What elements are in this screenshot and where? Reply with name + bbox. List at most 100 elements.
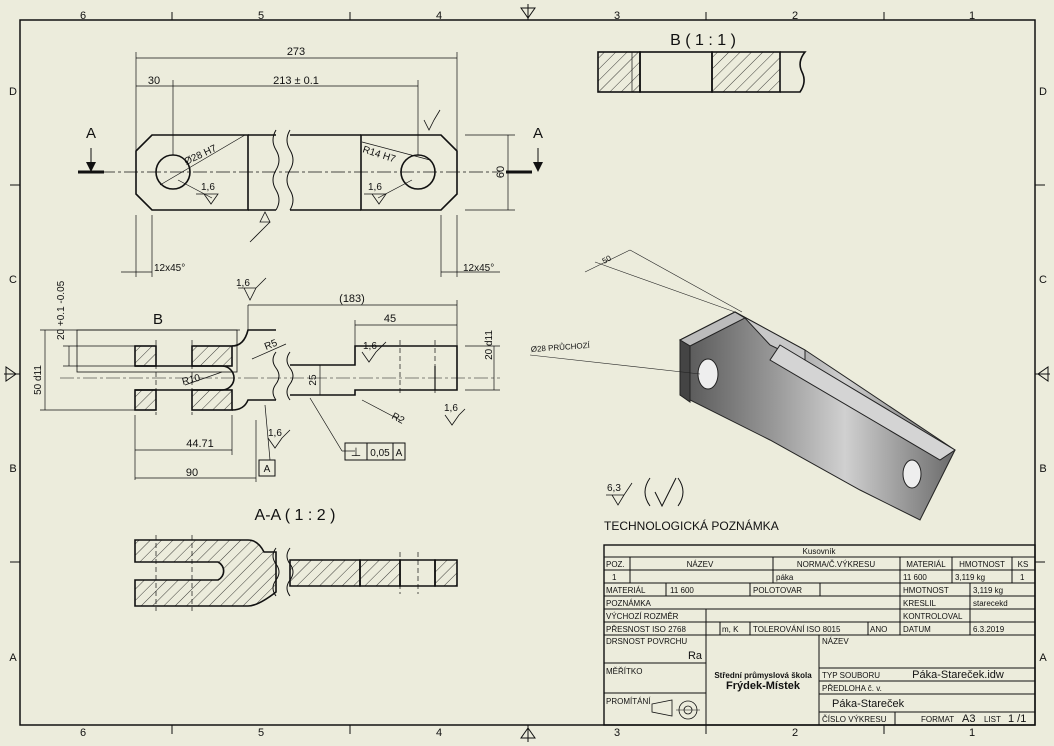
zone-col-3-top: 3	[614, 10, 620, 22]
section-aa	[134, 535, 458, 611]
tolerance-symbol: ⊥	[351, 445, 361, 459]
title-block-text: Kusovník POZ. NÁZEV NORMA/Č.VÝKRESU MATE…	[606, 547, 1028, 725]
dim-273: 273	[287, 46, 305, 58]
side-view	[40, 277, 500, 482]
detail-b-title: B ( 1 : 1 )	[670, 32, 736, 49]
tolerovani-value: ANO	[870, 625, 887, 634]
dim-25: 25	[308, 374, 319, 386]
zone-col-3-bottom: 3	[614, 727, 620, 739]
nazev-value: Páka-Stareček	[832, 698, 905, 710]
zone-col-4-bottom: 4	[436, 727, 442, 739]
school-line-2: Frýdek-Místek	[726, 680, 801, 692]
bom-row-norma: páka	[776, 573, 794, 582]
dim-183: (183)	[339, 293, 365, 305]
tolerance-value: 0,05	[370, 448, 390, 459]
dim-90: 90	[186, 467, 198, 479]
datum-a: A	[264, 464, 271, 475]
poznamka-label: POZNÁMKA	[606, 599, 652, 608]
zone-row-b-left: B	[9, 463, 16, 475]
detail-b-view	[597, 51, 807, 93]
drsnost-value: Ra	[688, 650, 703, 662]
datum-value: 6.3.2019	[973, 625, 1005, 634]
nazev-label: NÁZEV	[822, 637, 849, 646]
rough-top-right: 1,6	[368, 182, 382, 193]
rough-side-4: 1,6	[268, 428, 282, 439]
zone-row-d-right: D	[1039, 86, 1047, 98]
list-label: LIST	[984, 715, 1001, 724]
bom-header-poz: POZ.	[606, 560, 625, 569]
detail-b-marker: B	[153, 311, 163, 328]
section-aa-title: A-A ( 1 : 2 )	[255, 507, 336, 524]
top-view	[78, 52, 543, 277]
typ-souboru-label: TYP SOUBORU	[822, 671, 880, 680]
dim-45: 45	[384, 313, 396, 325]
section-a-label-left: A	[86, 125, 96, 142]
title-block	[603, 544, 1036, 726]
zone-row-c-right: C	[1039, 274, 1047, 286]
zone-labels: 6 5 4 3 2 1 6 5 4 3 2 1 D C B A D C B A	[9, 10, 1047, 739]
side-view-labels: B 20 +0.1 -0.05 50 d11 (183) 45 20 d11 R…	[33, 278, 495, 479]
dim-44-71: 44.71	[186, 438, 214, 450]
zone-col-2-bottom: 2	[792, 727, 798, 739]
bom-row-material: 11 600	[903, 573, 927, 582]
format-label: FORMAT	[921, 715, 954, 724]
presnost-label: PŘESNOST ISO 2768	[606, 625, 686, 634]
rough-main: 6,3	[607, 483, 621, 494]
vychozi-label: VÝCHOZÍ ROZMĚR	[606, 612, 679, 621]
chamfer-right: 12x45°	[463, 263, 494, 274]
bom-header-material: MATERIÁL	[906, 560, 946, 569]
material-label: MATERIÁL	[606, 586, 646, 595]
zone-col-4-top: 4	[436, 10, 442, 22]
rough-top-left: 1,6	[201, 182, 215, 193]
dim-r5: R5	[263, 338, 279, 353]
zone-col-1-bottom: 1	[969, 727, 975, 739]
bom-header-norma: NORMA/Č.VÝKRESU	[797, 560, 875, 569]
tech-note-title: TECHNOLOGICKÁ POZNÁMKA	[604, 518, 779, 533]
zone-col-6-top: 6	[80, 10, 86, 22]
zone-row-a-right: A	[1039, 652, 1047, 664]
dim-60: 60	[495, 166, 507, 178]
rough-side-2: 1,6	[363, 341, 377, 352]
datum-label: DATUM	[903, 625, 931, 634]
zone-col-6-bottom: 6	[80, 727, 86, 739]
predloha-label: PŘEDLOHA č. v.	[822, 684, 882, 693]
tolerovani-label: TOLEROVÁNÍ ISO 8015	[753, 625, 841, 634]
dim-50-d11: 50 d11	[33, 365, 44, 395]
kusovnik-title: Kusovník	[803, 547, 837, 556]
dim-20-tol: 20 +0.1 -0.05	[56, 280, 67, 340]
zone-col-2-top: 2	[792, 10, 798, 22]
drsnost-label: DRSNOST POVRCHU	[606, 637, 687, 646]
school-line-1: Střední průmyslová škola	[714, 671, 812, 680]
hmotnost-label: HMOTNOST	[903, 586, 949, 595]
bom-row-ks: 1	[1020, 573, 1025, 582]
iso-hole-note: Ø28 PRŮCHOZÍ	[531, 341, 591, 354]
tolerance-datum: A	[396, 448, 403, 459]
promitani-label: PROMÍTÁNÍ	[606, 697, 651, 706]
dim-30: 30	[148, 75, 160, 87]
section-a-label-right: A	[533, 125, 543, 142]
bom-header-ks: KS	[1018, 560, 1029, 569]
bom-header-nazev: NÁZEV	[687, 560, 714, 569]
chamfer-left: 12x45°	[154, 263, 185, 274]
bom-header-hmotnost: HMOTNOST	[959, 560, 1005, 569]
material-value: 11 600	[670, 586, 694, 595]
cislo-vykresu-label: ČÍSLO VÝKRESU	[822, 715, 887, 724]
meritko-label: MĚŘÍTKO	[606, 667, 642, 676]
zone-col-5-top: 5	[258, 10, 264, 22]
zone-row-b-right: B	[1039, 463, 1046, 475]
dim-213: 213 ± 0.1	[273, 75, 319, 87]
list-value: 1 /1	[1008, 713, 1026, 725]
presnost-value: m, K	[722, 625, 739, 634]
dim-20-d11: 20 d11	[484, 330, 495, 360]
zone-row-c-left: C	[9, 274, 17, 286]
kreslil-label: KRESLIL	[903, 599, 936, 608]
zone-col-5-bottom: 5	[258, 727, 264, 739]
typ-souboru-value: Páka-Stareček.idw	[912, 669, 1004, 681]
zone-row-a-left: A	[9, 652, 17, 664]
iso-view	[529, 249, 956, 521]
rough-side-1: 1,6	[236, 278, 250, 289]
top-view-right-end	[360, 134, 458, 211]
kreslil-value: starecekd	[973, 599, 1008, 608]
